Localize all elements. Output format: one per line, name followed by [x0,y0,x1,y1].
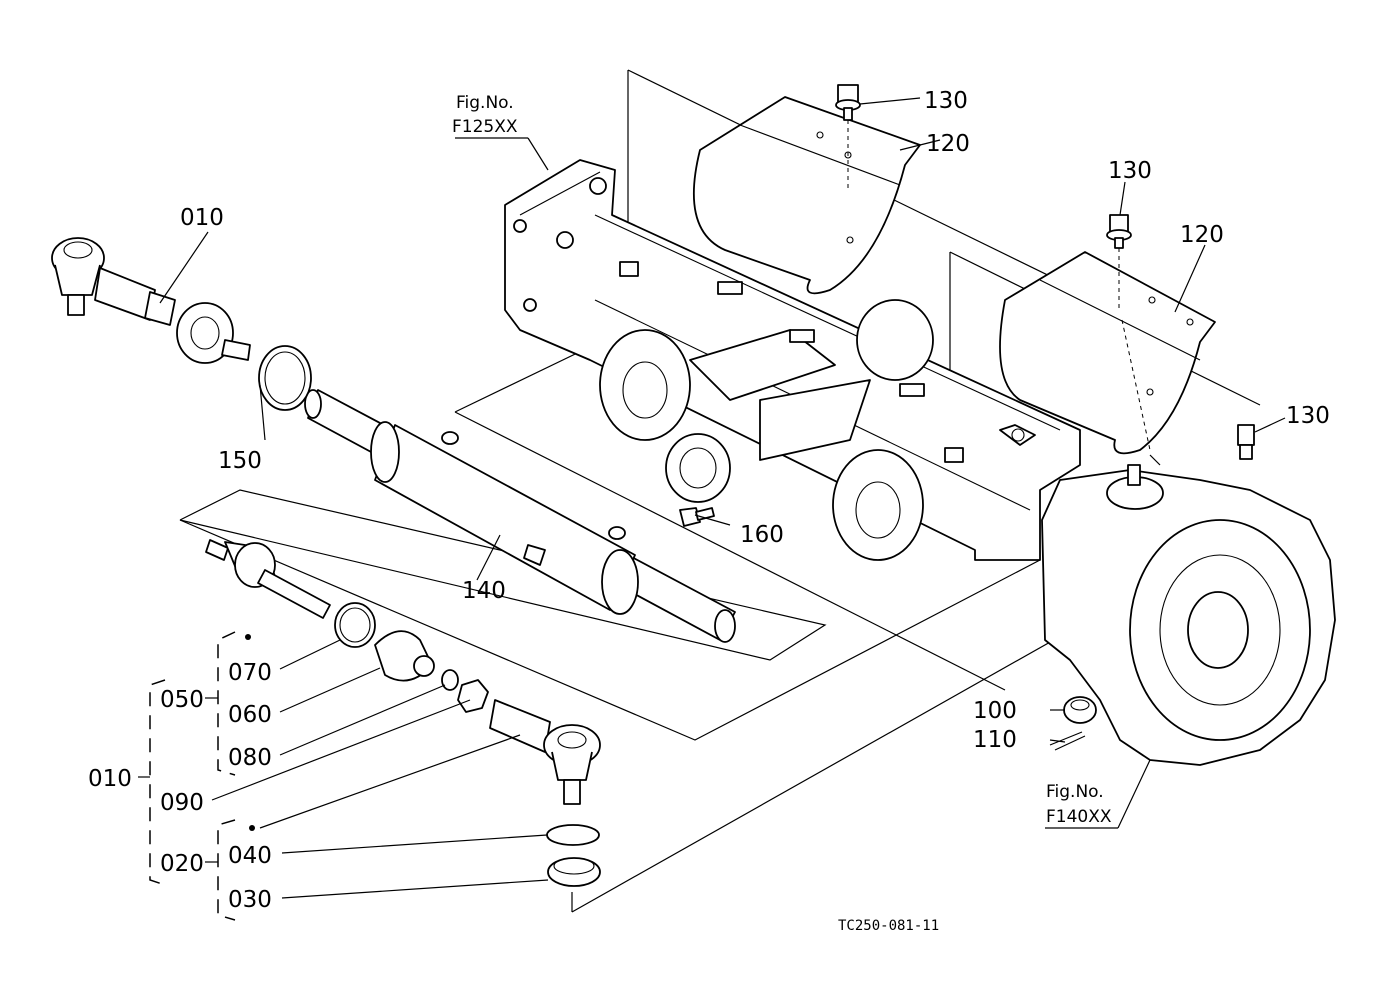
drawing-code: TC250-081-11 [838,918,939,934]
ring-040 [546,824,600,846]
bolt-130-left [835,84,861,121]
callout-010-upper: 010 [180,205,224,231]
snap-ring-150-inner [264,351,306,405]
callout-130-lower: 130 [1286,403,1330,429]
callout-120-left: 120 [926,131,970,157]
centerlines [847,120,1151,451]
upper-tie-rod [51,237,251,364]
callout-120-right: 120 [1180,222,1224,248]
callout-110: 110 [973,727,1017,753]
callout-090: 090 [160,790,204,816]
callout-130-right: 130 [1108,158,1152,184]
gear-case [1041,464,1336,766]
nut-090 [457,679,489,713]
cover-120-left [692,96,921,295]
callout-140: 140 [462,578,506,604]
cotter-pin-110 [1049,731,1086,751]
lower-tie-rod [205,539,601,887]
callout-040: 040 [228,843,272,869]
bolt-130-lower [1237,424,1255,460]
callout-100: 100 [973,698,1017,724]
callout-050: 050 [160,687,204,713]
callout-070: 070 [228,660,272,686]
callout-080: 080 [228,745,272,771]
callout-030: 030 [228,887,272,913]
callout-160: 160 [740,522,784,548]
group-brackets [149,631,255,921]
cover-120-right [999,251,1216,455]
callout-060: 060 [228,702,272,728]
ring-070 [334,602,376,648]
axle-housing [504,159,1081,561]
fig-ref-lower-line2: F140XX [1046,807,1112,827]
callout-020: 020 [160,851,204,877]
bolt-130-right [1106,214,1132,249]
callout-150: 150 [218,448,262,474]
fig-ref-lower-line1: Fig.No. [1046,782,1104,802]
fig-ref-upper-line1: Fig.No. [456,93,514,113]
plug-160 [679,507,715,527]
clip-080 [441,669,459,691]
snap-ring-150 [258,345,312,411]
callout-labels: 010 150 140 160 130 120 130 120 130 100 … [88,88,1330,934]
leader-lines [138,97,1286,899]
callout-130-left: 130 [924,88,968,114]
steering-cylinder [304,389,736,643]
callout-010-lower: 010 [88,766,132,792]
fig-ref-upper-line2: F125XX [452,117,518,137]
